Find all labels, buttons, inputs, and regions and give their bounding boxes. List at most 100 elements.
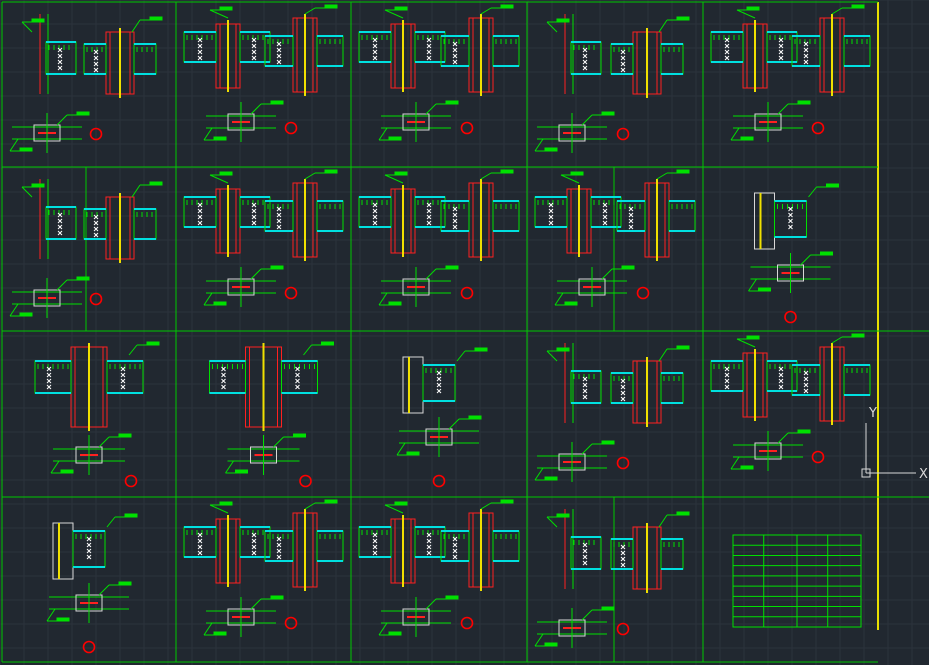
leader-note (740, 465, 754, 470)
bolt-mark (372, 538, 378, 544)
bolt-mark (93, 226, 99, 232)
leader-line (658, 19, 668, 33)
leader-note (556, 347, 570, 352)
leader-line (448, 418, 460, 430)
leader-note (219, 6, 233, 11)
section-marker-circle (636, 286, 650, 300)
leader-note (570, 171, 584, 176)
bolt-mark (46, 366, 52, 372)
bolt-mark (803, 376, 809, 382)
bolt-mark (57, 218, 63, 224)
bolt-mark (788, 212, 793, 218)
leader-line (581, 443, 593, 455)
bolt-mark (452, 41, 458, 47)
beam-section (774, 200, 807, 238)
leader-line (730, 456, 740, 470)
bolt-mark (620, 49, 626, 55)
leader-line (777, 103, 789, 115)
section-marker-circle (89, 127, 103, 141)
leader-note (270, 265, 284, 270)
connection-detail-1 (9, 14, 163, 153)
connection-detail-4 (534, 14, 690, 153)
leader-note (544, 147, 558, 152)
bolt-mark (582, 382, 588, 388)
bolt-mark (276, 206, 282, 212)
leader-line (203, 622, 213, 636)
bolt-mark (426, 202, 432, 208)
bolt-mark (452, 218, 458, 224)
bolt-mark (295, 366, 300, 372)
bolt-mark (251, 220, 257, 226)
leader-note (19, 312, 33, 317)
leader-note (394, 501, 408, 506)
bolt-mark (452, 53, 458, 59)
connection-detail-5 (710, 4, 871, 142)
bolt-mark (251, 214, 257, 220)
bolt-mark (251, 208, 257, 214)
section-marker-circle (284, 121, 298, 135)
bolt-mark (778, 49, 784, 55)
column-section (52, 522, 74, 580)
bolt-mark (620, 556, 626, 562)
leader-line (777, 432, 789, 444)
leader-note (797, 429, 811, 434)
bolt-mark (372, 202, 378, 208)
leader-note (219, 171, 233, 176)
bolt-mark (197, 220, 203, 226)
leader-line (480, 502, 492, 510)
bolt-mark (582, 65, 588, 71)
bolt-mark (46, 384, 52, 390)
bolt-mark (436, 388, 442, 394)
bolt-mark (86, 548, 92, 554)
bolt-mark (197, 37, 203, 43)
bolt-mark (46, 378, 52, 384)
bolt-mark (620, 61, 626, 67)
connection-detail-12 (209, 341, 334, 488)
bolt-mark (788, 224, 793, 230)
leader-line (581, 609, 593, 621)
leader-note (60, 469, 74, 474)
leader-note (601, 111, 615, 116)
bolt-mark (276, 224, 282, 230)
bolt-mark (724, 55, 730, 61)
leader-line (250, 103, 262, 115)
leader-note (851, 333, 865, 338)
bolt-mark (251, 43, 257, 49)
leader-line (658, 348, 668, 362)
leader-line (46, 608, 56, 622)
leader-line (56, 114, 68, 126)
leader-line (736, 9, 756, 19)
bolt-mark (372, 55, 378, 61)
leader-note (544, 642, 558, 647)
leader-note (851, 4, 865, 9)
leader-note (758, 287, 771, 292)
section-marker-circle (460, 121, 474, 135)
column-section (402, 356, 424, 414)
leader-note (213, 136, 227, 141)
bolt-mark (120, 378, 126, 384)
bolt-mark (602, 214, 608, 220)
bolt-mark (602, 202, 608, 208)
leader-line (203, 292, 213, 306)
leader-line (581, 114, 593, 126)
bolt-mark (197, 538, 203, 544)
leader-note (676, 16, 690, 21)
connection-detail-10 (748, 183, 839, 324)
section-marker-circle (784, 310, 797, 324)
bolt-mark (426, 43, 432, 49)
leader-line (534, 138, 544, 152)
leader-line (378, 622, 388, 636)
leader-line (546, 21, 558, 33)
bolt-mark (372, 43, 378, 49)
beam-section (72, 530, 106, 568)
bolt-mark (120, 384, 126, 390)
leader-note (826, 183, 839, 188)
connection-detail-11 (34, 341, 160, 488)
leader-line (384, 174, 404, 184)
bolt-mark (788, 218, 793, 224)
bolt-mark (620, 390, 626, 396)
bolt-mark (221, 378, 226, 384)
leader-note (746, 6, 760, 11)
leader-line (378, 292, 388, 306)
